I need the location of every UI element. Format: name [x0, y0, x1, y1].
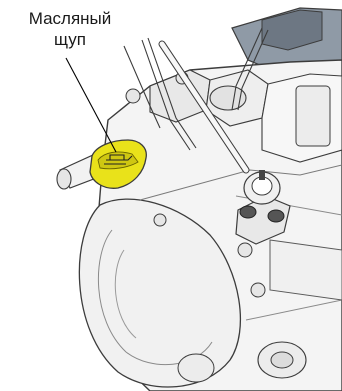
- callout-line-1: Масляный: [2, 8, 138, 29]
- callout-label: Масляный щуп: [2, 8, 138, 50]
- callout-line-2: щуп: [2, 29, 138, 50]
- gearbox-housing: [79, 60, 342, 391]
- leader-line: [66, 58, 116, 152]
